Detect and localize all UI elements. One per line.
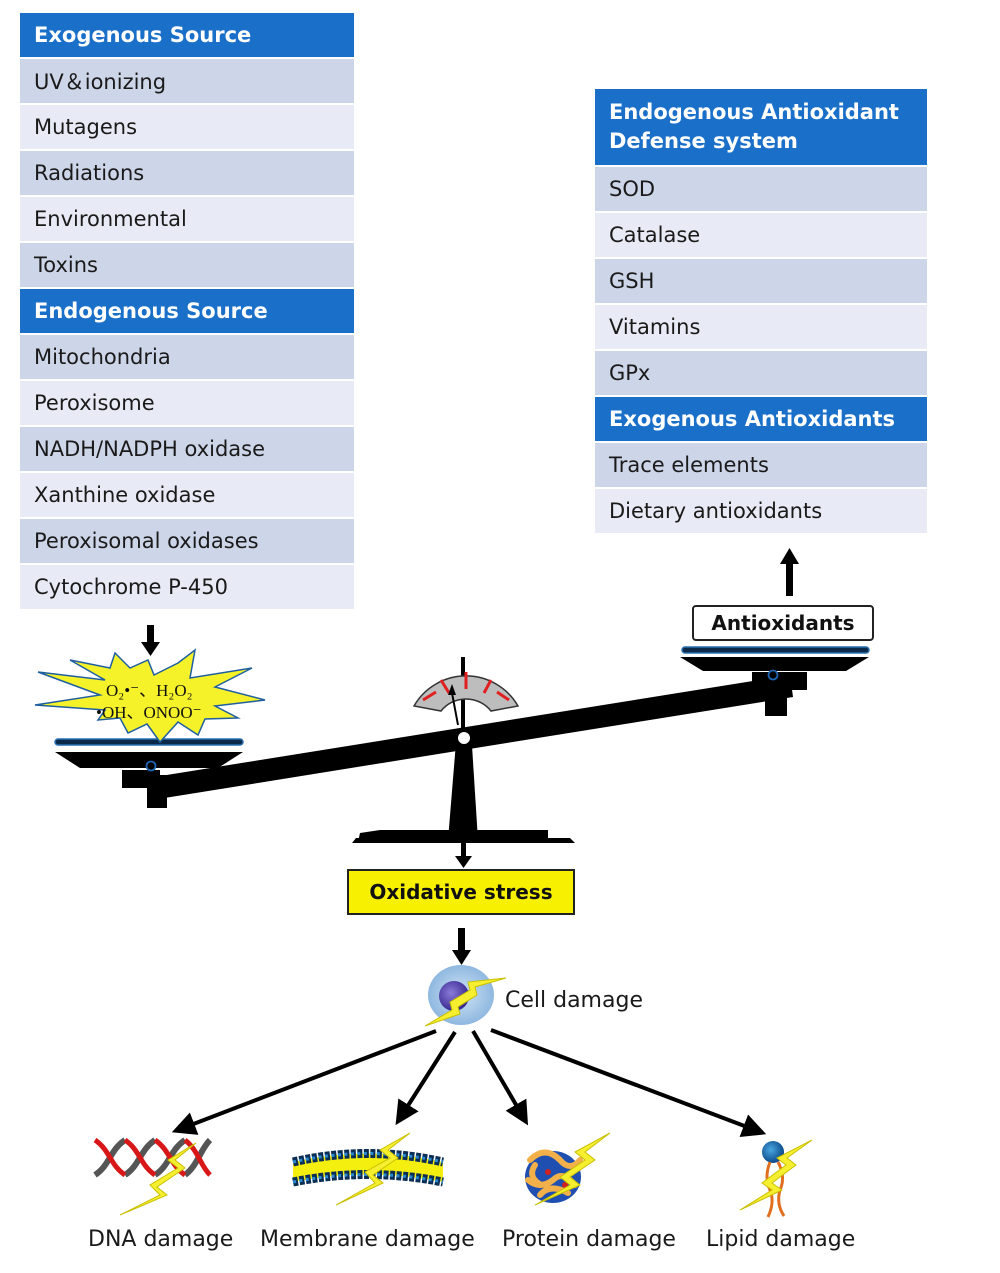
balance-pivot: [456, 730, 472, 746]
balance-stand: [352, 730, 575, 868]
source-item: Toxins: [20, 243, 354, 287]
arrow-to-lipid: [490, 1028, 767, 1137]
source-item: Environmental: [20, 197, 354, 241]
lipid-molecule-icon: [739, 1139, 813, 1218]
source-item: Radiations: [20, 151, 354, 195]
source-item: Peroxisome: [20, 381, 354, 425]
ros-species-line2: •OH、ONOO⁻: [96, 703, 202, 722]
source-item: Cytochrome P-450: [20, 565, 354, 609]
antioxidant-defense-table: Endogenous Antioxidant Defense system SO…: [595, 89, 927, 535]
ros-sources-table: Exogenous Source UV＆ionizing Mutagens Ra…: [20, 13, 354, 611]
left-pan-hanger: [122, 770, 167, 808]
lipid-damage-label: Lipid damage: [706, 1227, 856, 1252]
balance-gauge-icon: [412, 672, 520, 726]
right-pan-hanger: [752, 672, 807, 716]
lipid-bilayer-icon: [292, 1132, 444, 1206]
antioxidant-item: GSH: [595, 259, 927, 303]
arrow-to-dna: [171, 1029, 437, 1135]
ros-species-line1: O₂•⁻、H₂O₂: [106, 681, 193, 700]
arrow-up-to-antioxidant-table: [780, 548, 799, 596]
source-item: UV＆ionizing: [20, 59, 354, 103]
oxidative-stress-box: Oxidative stress: [347, 869, 575, 915]
right-pan: [680, 646, 870, 681]
membrane-damage-label: Membrane damage: [260, 1227, 475, 1252]
arrow-stress-to-cell: [452, 928, 471, 965]
dna-helix-icon: [93, 1137, 213, 1216]
exogenous-source-header: Exogenous Source: [20, 13, 354, 57]
cell-damage-icon: [424, 965, 507, 1027]
exogenous-antioxidants-header: Exogenous Antioxidants: [595, 397, 927, 441]
source-item: NADH/NADPH oxidase: [20, 427, 354, 471]
antioxidant-item: Vitamins: [595, 305, 927, 349]
endogenous-antioxidant-header: Endogenous Antioxidant Defense system: [595, 89, 927, 165]
protein-fold-icon: [525, 1132, 611, 1206]
arrow-to-protein: [471, 1029, 529, 1126]
antioxidant-item: GPx: [595, 351, 927, 395]
dna-damage-label: DNA damage: [88, 1227, 234, 1252]
antioxidant-item: Catalase: [595, 213, 927, 257]
antioxidants-box: Antioxidants: [692, 605, 874, 641]
ros-burst-icon: [34, 648, 266, 744]
antioxidant-item: SOD: [595, 167, 927, 211]
source-item: Xanthine oxidase: [20, 473, 354, 517]
antioxidant-item: Dietary antioxidants: [595, 489, 927, 533]
protein-damage-label: Protein damage: [502, 1227, 676, 1252]
left-pan: [54, 738, 244, 772]
arrow-down-to-ros: [141, 625, 160, 656]
source-item: Mutagens: [20, 105, 354, 149]
antioxidant-item: Trace elements: [595, 443, 927, 487]
arrow-to-membrane: [395, 1030, 457, 1126]
source-item: Peroxisomal oxidases: [20, 519, 354, 563]
source-item: Mitochondria: [20, 335, 354, 379]
endogenous-source-header: Endogenous Source: [20, 289, 354, 333]
cell-damage-label: Cell damage: [505, 988, 643, 1013]
